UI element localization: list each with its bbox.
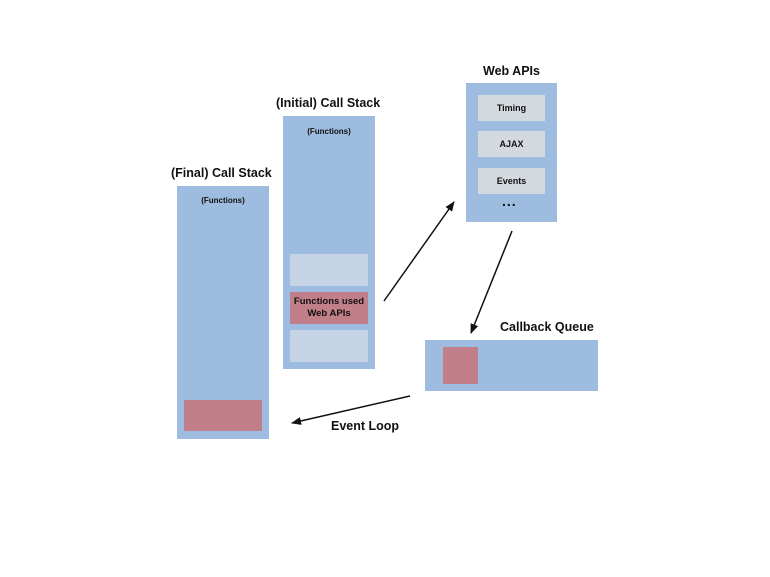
functions-used-web-apis-block: Functions used Web APIs <box>290 292 368 324</box>
web-apis-label: Web APIs <box>307 308 351 319</box>
arrow-web-apis-to-callback-queue <box>470 230 513 334</box>
web-api-timing: Timing <box>478 95 545 121</box>
stack-slot-upper <box>290 254 368 286</box>
queued-callback-block <box>443 347 478 384</box>
callback-queue-title: Callback Queue <box>500 320 594 334</box>
arrow-callback-queue-to-final-stack <box>291 395 411 425</box>
initial-call-stack-title: (Initial) Call Stack <box>276 96 381 110</box>
event-loop-label: Event Loop <box>331 419 400 433</box>
web-apis-panel: Timing AJAX Events ... <box>466 83 557 222</box>
arrow-stack-to-web-apis <box>383 201 455 302</box>
initial-call-stack-subtitle: (Functions) <box>307 127 351 136</box>
final-stack-callback-block <box>184 400 262 431</box>
final-call-stack-title: (Final) Call Stack <box>171 166 272 180</box>
web-apis-more: ... <box>502 193 517 209</box>
web-apis-title: Web APIs <box>483 64 540 78</box>
callback-queue-panel <box>425 340 598 391</box>
web-api-events: Events <box>478 168 545 194</box>
final-call-stack-subtitle: (Functions) <box>201 196 245 205</box>
final-call-stack-panel: (Functions) <box>177 186 269 439</box>
functions-used-label: Functions used <box>293 296 365 307</box>
initial-call-stack-panel: (Functions) Functions used Web APIs <box>283 116 375 369</box>
stack-slot-lower <box>290 330 368 362</box>
web-api-ajax: AJAX <box>478 131 545 157</box>
